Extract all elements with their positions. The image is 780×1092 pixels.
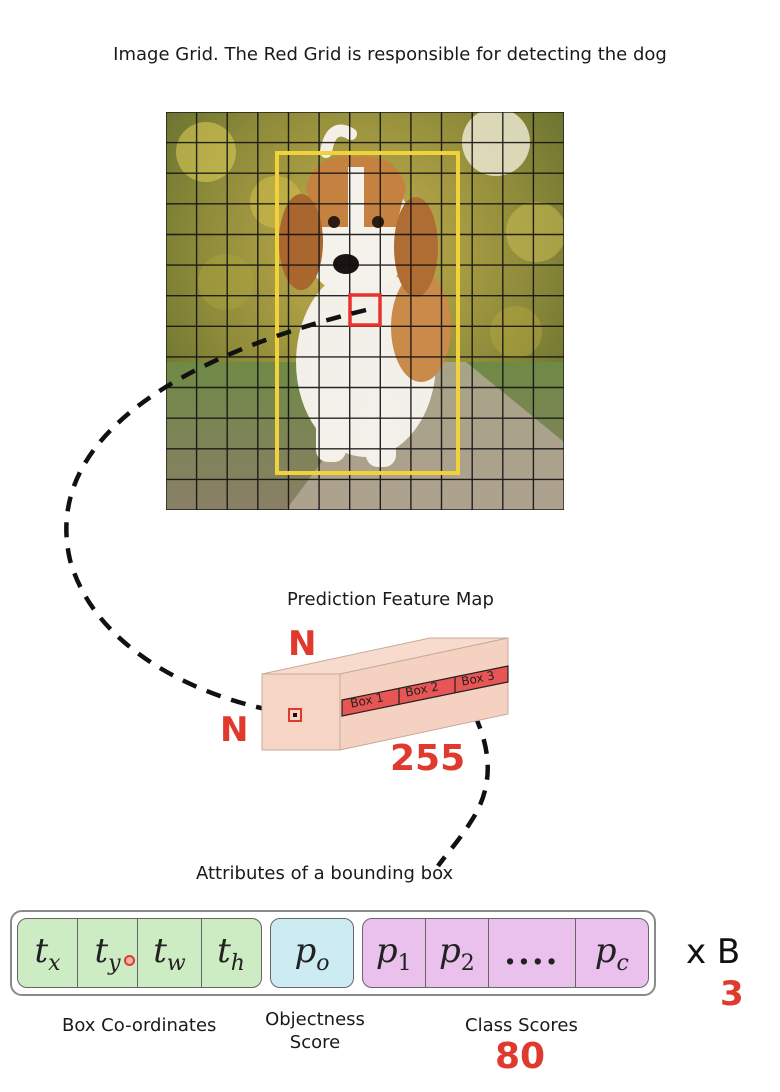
feature-map-cell [288,708,302,722]
dog-bounding-box [275,151,460,475]
multiplier-label: x B [686,932,741,972]
ty-cell: ty [78,919,138,987]
box-coordinates-label: Box Co-ordinates [62,1015,217,1036]
class-count-label: 80 [495,1036,546,1077]
grid-lines [166,112,564,510]
class-scores-group: p1 p2 .... pc [362,918,649,988]
anchor-box-strip [341,665,509,717]
tx-cell: tx [18,919,78,987]
attributes-title: Attributes of a bounding box [196,863,454,884]
grid-size-left-label: N [220,710,249,750]
class-scores-label: Class Scores [465,1015,578,1036]
po-cell: po [294,930,330,976]
p1-cell: p1 [363,919,426,987]
depth-label: 255 [390,738,466,779]
box-to-attributes-connector [436,690,490,868]
responsible-grid-cell [348,293,382,327]
diagram-title: Image Grid. The Red Grid is responsible … [113,44,667,65]
box-coordinates-group: tx ty tw th [17,918,262,988]
objectness-group: po [270,918,354,988]
cell-to-feature-connector [64,307,367,717]
multiplier-value: 3 [720,974,744,1014]
cursor-dot-marker [124,955,135,966]
feature-map-tensor [261,637,509,751]
p2-cell: p2 [426,919,490,987]
objectness-label-line1: Objectness [265,1009,365,1030]
grid-size-top-label: N [288,624,317,664]
pc-cell: pc [594,930,629,976]
objectness-label-line2: Score [289,1032,341,1053]
feature-map-title: Prediction Feature Map [287,589,494,610]
ellipsis-cell: .... [489,919,576,987]
tw-cell: tw [138,919,202,987]
th-cell: th [217,930,245,976]
